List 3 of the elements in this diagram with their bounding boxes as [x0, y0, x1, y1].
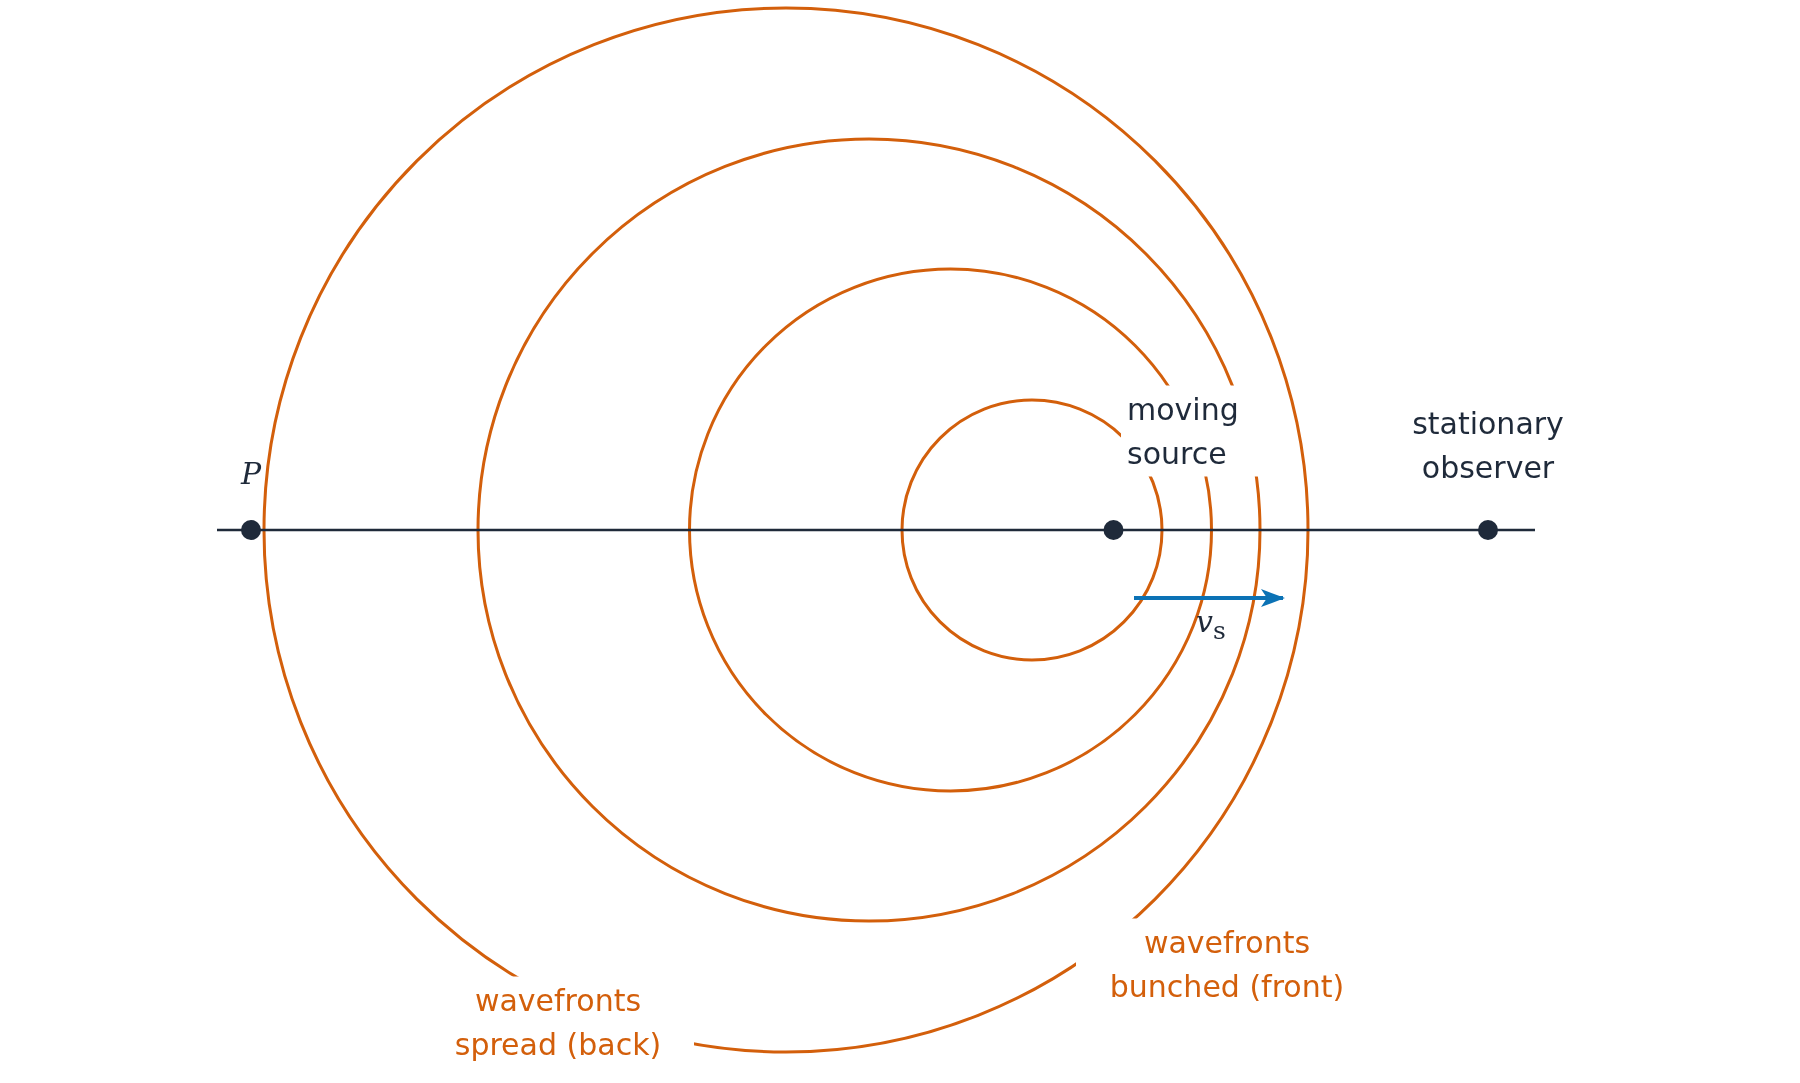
velocity-label: v$_{s}$ [1196, 603, 1226, 648]
observer-label: stationary observer [1411, 404, 1565, 486]
point-label: P [240, 455, 262, 494]
